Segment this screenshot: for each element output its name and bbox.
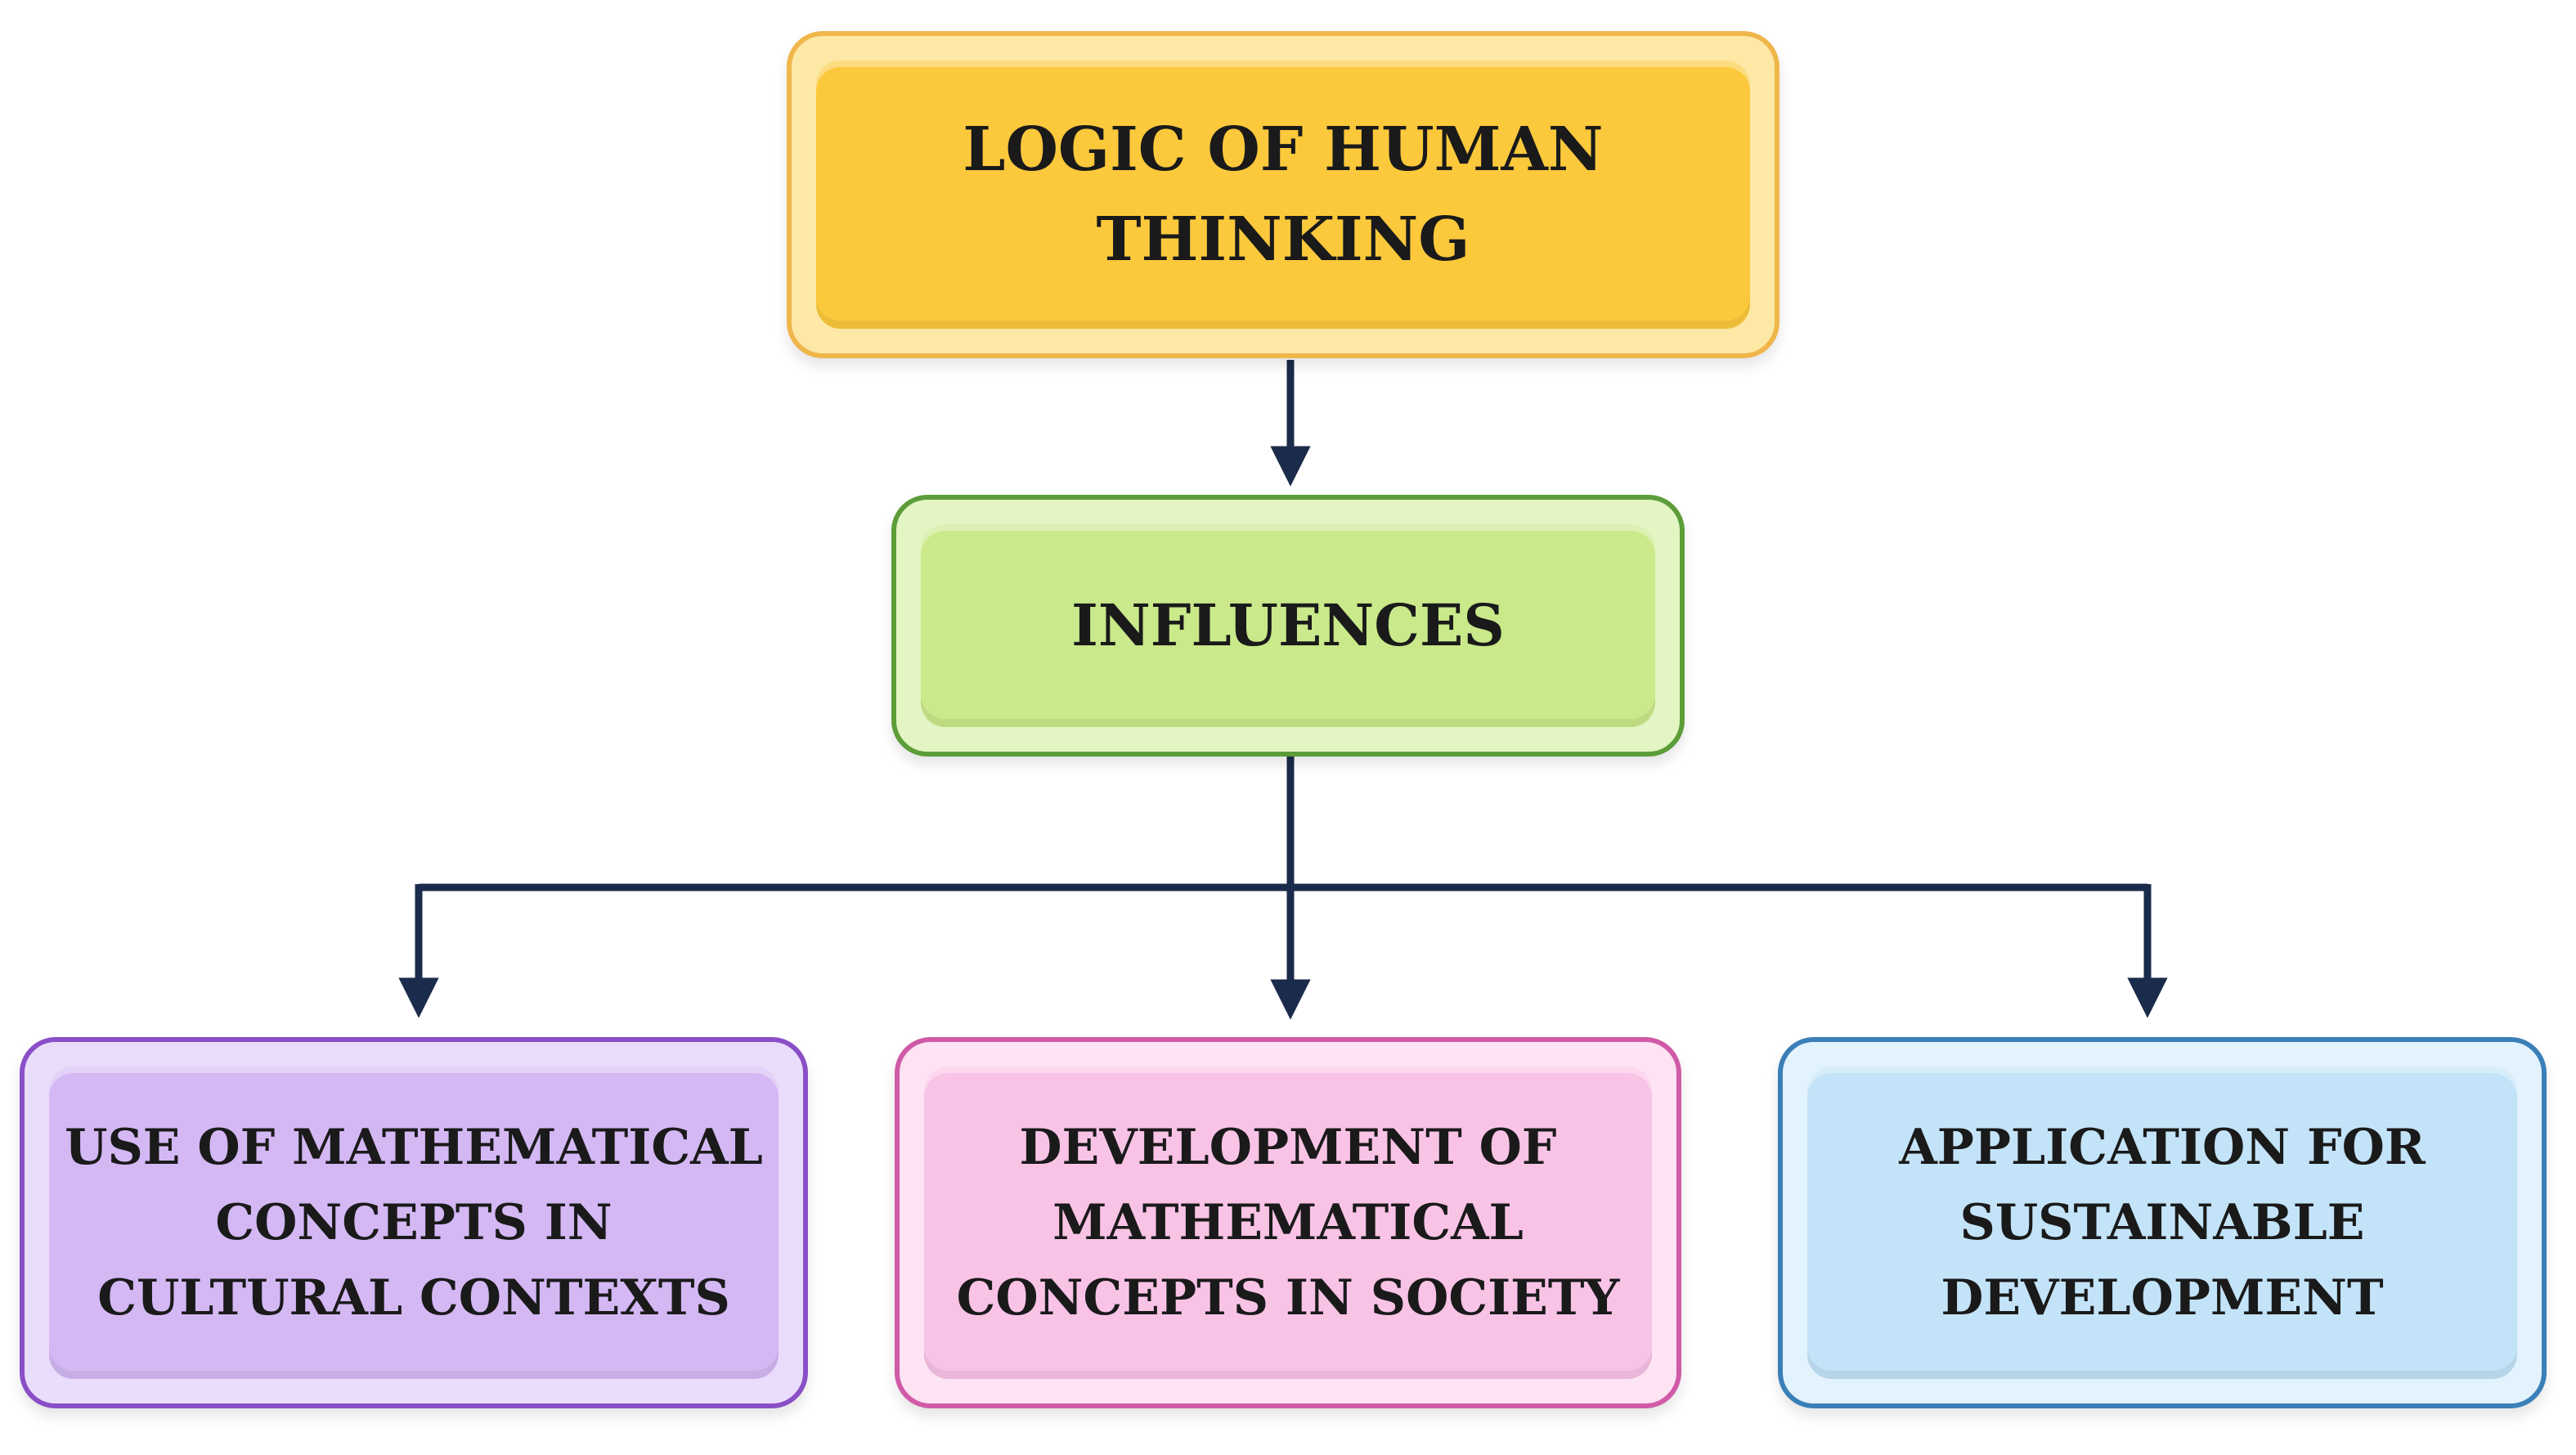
node-label: APPLICATION FOR SUSTAINABLE DEVELOPMENT [1899, 1119, 2426, 1327]
node-inner: DEVELOPMENT OF MATHEMATICAL CONCEPTS IN … [924, 1067, 1652, 1379]
node-label: USE OF MATHEMATICAL CONCEPTS IN CULTURAL… [65, 1119, 763, 1327]
node-label: LOGIC OF HUMAN THINKING [963, 115, 1604, 275]
node-cultural-contexts: USE OF MATHEMATICAL CONCEPTS IN CULTURAL… [20, 1037, 808, 1408]
node-development-in-society: DEVELOPMENT OF MATHEMATICAL CONCEPTS IN … [895, 1037, 1681, 1408]
node-influences: INFLUENCES [891, 495, 1685, 757]
node-sustainable-development: APPLICATION FOR SUSTAINABLE DEVELOPMENT [1778, 1037, 2547, 1408]
node-label: DEVELOPMENT OF MATHEMATICAL CONCEPTS IN … [956, 1119, 1620, 1327]
node-logic-of-human-thinking: LOGIC OF HUMAN THINKING [787, 31, 1779, 358]
node-inner: LOGIC OF HUMAN THINKING [816, 61, 1750, 329]
node-inner: APPLICATION FOR SUSTAINABLE DEVELOPMENT [1807, 1067, 2517, 1379]
node-inner: INFLUENCES [921, 524, 1655, 727]
node-label: INFLUENCES [1071, 591, 1505, 659]
node-inner: USE OF MATHEMATICAL CONCEPTS IN CULTURAL… [49, 1067, 779, 1379]
